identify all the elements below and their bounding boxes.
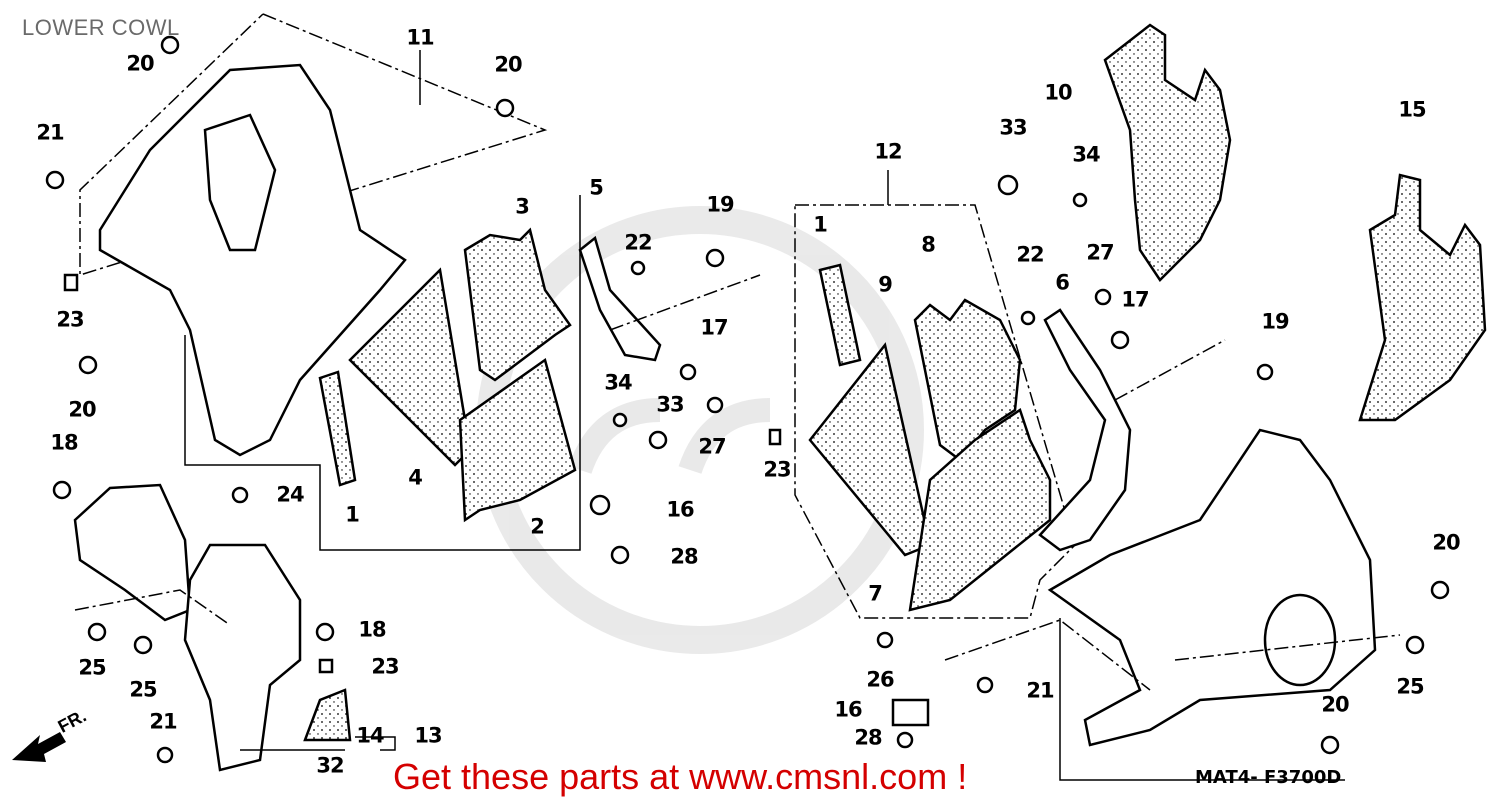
callout-25[interactable]: 25 [1396, 674, 1424, 699]
callout-33[interactable]: 33 [656, 392, 684, 417]
callout-20[interactable]: 20 [126, 51, 154, 76]
fasteners [45, 35, 1450, 764]
callout-16[interactable]: 16 [666, 497, 694, 522]
callout-5[interactable]: 5 [589, 175, 604, 200]
part-5-bracket [578, 235, 662, 362]
callout-1[interactable]: 1 [813, 212, 828, 237]
callout-21[interactable]: 21 [36, 120, 64, 145]
callout-28[interactable]: 28 [854, 725, 882, 750]
part-8-insulator [913, 298, 1022, 462]
callout-15[interactable]: 15 [1398, 97, 1426, 122]
part-7-insulator [908, 408, 1052, 612]
callout-22[interactable]: 22 [1016, 242, 1044, 267]
callout-11[interactable]: 11 [406, 25, 434, 50]
part-3-insulator [463, 227, 572, 382]
callout-22[interactable]: 22 [624, 230, 652, 255]
callout-20[interactable]: 20 [68, 397, 96, 422]
page-title: LOWER COWL [22, 15, 180, 40]
callout-17[interactable]: 17 [1121, 287, 1149, 312]
callout-20[interactable]: 20 [1321, 692, 1349, 717]
part-15-insulator [1358, 173, 1487, 422]
front-direction-arrow [12, 732, 66, 762]
part-14-pad [303, 688, 352, 742]
callout-18[interactable]: 18 [50, 430, 78, 455]
group-12-frame [794, 204, 1076, 619]
callout-2[interactable]: 2 [530, 514, 545, 539]
part-1-strip-right [818, 263, 862, 367]
callout-23[interactable]: 23 [371, 654, 399, 679]
callout-19[interactable]: 19 [1261, 309, 1289, 334]
callout-34[interactable]: 34 [1072, 142, 1100, 167]
callout-21[interactable]: 21 [1026, 678, 1054, 703]
part-10-insulator [1103, 23, 1232, 282]
part-6-inner-panel [1038, 308, 1132, 552]
callout-25[interactable]: 25 [129, 677, 157, 702]
part-2-insulator [458, 357, 577, 523]
callout-10[interactable]: 10 [1044, 80, 1072, 105]
callout-6[interactable]: 6 [1055, 270, 1070, 295]
callout-19[interactable]: 19 [706, 192, 734, 217]
callout-14[interactable]: 14 [356, 723, 384, 748]
callout-16[interactable]: 16 [834, 697, 862, 722]
part-13-inner-cowl [183, 543, 302, 772]
callout-18[interactable]: 18 [358, 617, 386, 642]
group-11-frame [79, 13, 548, 277]
callout-23[interactable]: 23 [763, 457, 791, 482]
part-1-strip [318, 370, 357, 487]
callout-27[interactable]: 27 [698, 434, 726, 459]
group-frame-left [184, 195, 581, 551]
callout-32[interactable]: 32 [316, 753, 344, 778]
callout-21[interactable]: 21 [149, 709, 177, 734]
callout-33[interactable]: 33 [999, 115, 1027, 140]
callout-34[interactable]: 34 [604, 370, 632, 395]
callout-3[interactable]: 3 [515, 194, 530, 219]
callout-9[interactable]: 9 [878, 272, 893, 297]
callout-20[interactable]: 20 [494, 52, 522, 77]
promo-link[interactable]: Get these parts at www.cmsnl.com ! [393, 756, 968, 797]
callout-4[interactable]: 4 [408, 465, 423, 490]
callout-24[interactable]: 24 [276, 482, 304, 507]
part-11-upper-cowl [98, 63, 407, 457]
callout-8[interactable]: 8 [921, 232, 936, 257]
callout-17[interactable]: 17 [700, 315, 728, 340]
callout-7[interactable]: 7 [868, 581, 883, 606]
callout-25[interactable]: 25 [78, 655, 106, 680]
callout-26[interactable]: 26 [866, 667, 894, 692]
callout-20[interactable]: 20 [1432, 530, 1460, 555]
callout-27[interactable]: 27 [1086, 240, 1114, 265]
callout-13[interactable]: 13 [414, 723, 442, 748]
callout-23[interactable]: 23 [56, 307, 84, 332]
callout-12[interactable]: 12 [874, 139, 902, 164]
callout-28[interactable]: 28 [670, 544, 698, 569]
diagram-code: MAT4- F3700D [1195, 767, 1342, 788]
callout-1[interactable]: 1 [345, 502, 360, 527]
